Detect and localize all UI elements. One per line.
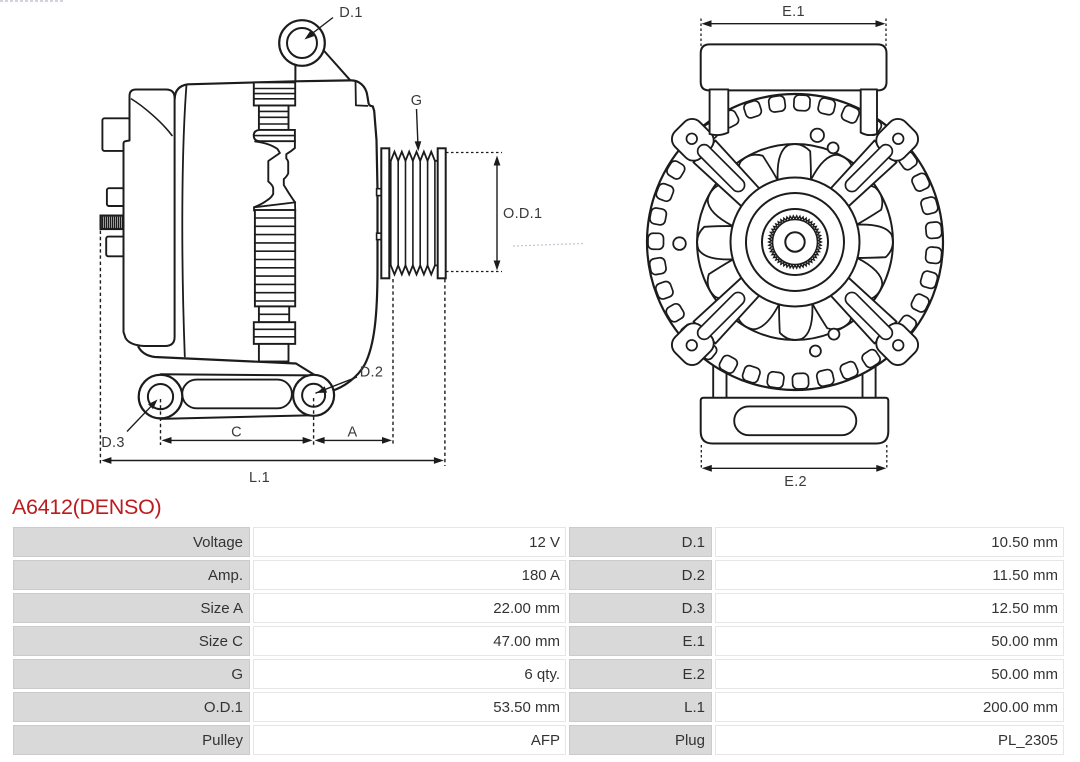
- svg-text:D.1: D.1: [339, 5, 362, 21]
- svg-text:C: C: [231, 425, 242, 441]
- svg-text:A: A: [348, 425, 358, 441]
- svg-text:E.1: E.1: [782, 4, 805, 20]
- svg-text:D.3: D.3: [101, 435, 124, 451]
- svg-text:L.1: L.1: [249, 470, 270, 486]
- svg-text:O.D.1: O.D.1: [503, 206, 542, 222]
- svg-text:G: G: [411, 93, 423, 109]
- svg-text:E.2: E.2: [784, 474, 807, 490]
- svg-text:D.2: D.2: [360, 365, 383, 381]
